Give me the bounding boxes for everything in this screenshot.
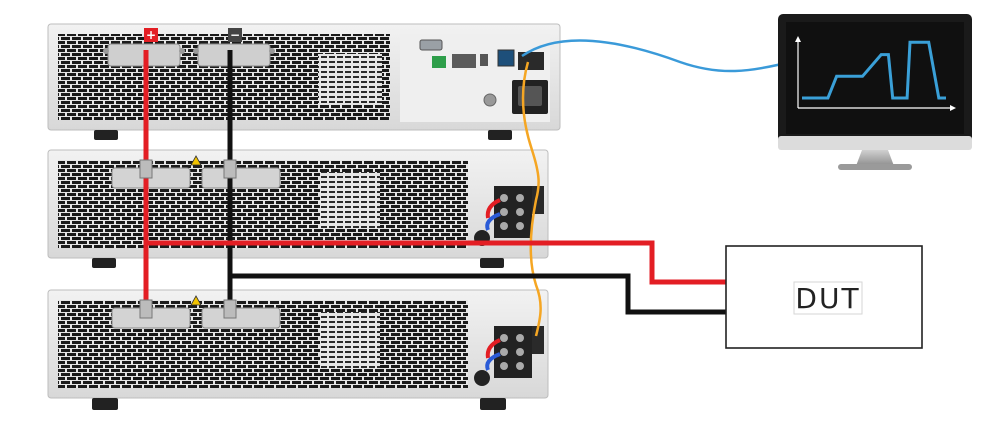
stand-foot: [480, 258, 504, 268]
busbar-negative-unit-2: [201, 167, 281, 189]
serial-port-icon: [419, 39, 443, 51]
screw-icon: [179, 48, 185, 54]
waveform-line: [802, 40, 946, 100]
terminal-strip-unit-3: [494, 326, 532, 378]
lan-port-icon: [497, 49, 515, 67]
negative-lead-to-dut: [230, 273, 726, 315]
sense-terminal-icon: [500, 348, 508, 356]
positive-lead-to-dut: [146, 240, 726, 285]
sense-terminal-icon: [516, 348, 524, 356]
screw-icon: [103, 48, 109, 54]
link-port-icon: [532, 326, 544, 354]
sense-terminal-icon: [500, 194, 508, 202]
sense-terminal-icon: [500, 334, 508, 342]
dut-label-frame: [793, 281, 863, 315]
pc-monitor: [778, 14, 972, 170]
sense-terminal-icon: [516, 334, 524, 342]
sense-terminal-icon: [516, 208, 524, 216]
vent-fine-unit-1: [318, 54, 382, 104]
green-terminal-block-icon: [432, 56, 446, 68]
sense-terminal-icon: [516, 362, 524, 370]
link-port-icon: [518, 52, 544, 70]
y-axis-arrow-icon: [795, 36, 801, 42]
positive-terminal-label: +: [146, 28, 156, 42]
power-supply-unit-3: [47, 289, 549, 399]
ac-inlet-socket: [518, 86, 542, 106]
screw-icon: [193, 48, 199, 54]
link-cable: [521, 61, 542, 337]
stand-foot: [92, 258, 116, 268]
sense-terminal-icon: [500, 222, 508, 230]
monitor-screen: [786, 22, 964, 134]
dut-box: DUT: [725, 245, 923, 349]
busbar-post: [139, 159, 153, 179]
sense-lead-blue: [485, 212, 501, 231]
terminal-strip-unit-2: [494, 186, 532, 238]
busbar-post: [223, 299, 237, 319]
ground-post-icon: [483, 93, 497, 107]
monitor-neck: [856, 150, 894, 166]
power-supply-unit-1: + −: [47, 23, 561, 131]
negative-terminal-badge: [228, 28, 242, 42]
positive-terminal-badge: [144, 28, 158, 42]
ground-post-icon: [474, 370, 490, 386]
io-terminal-block-icon: [452, 54, 476, 68]
comm-cable: [521, 39, 791, 73]
warning-triangle-icon: [190, 295, 202, 306]
monitor-base: [838, 164, 912, 170]
warning-triangle-icon: [190, 155, 202, 166]
busbar-post: [223, 159, 237, 179]
sense-terminal-icon: [516, 222, 524, 230]
busbar-negative-unit-3: [201, 307, 281, 329]
dut-label: DUT: [795, 282, 860, 315]
sense-terminal-icon: [500, 362, 508, 370]
sense-terminal-icon: [516, 194, 524, 202]
power-supply-unit-2: [47, 149, 549, 259]
x-axis-arrow-icon: [950, 105, 956, 111]
stand-foot: [94, 130, 118, 140]
busbar-negative-unit-1: [197, 43, 271, 67]
vent-fine-unit-2: [320, 172, 380, 228]
sense-lead-red: [485, 338, 501, 359]
stand-foot: [488, 130, 512, 140]
sense-lead-red: [485, 198, 501, 219]
negative-terminal-label: −: [230, 28, 240, 42]
busbar-post: [139, 299, 153, 319]
monitor-chin: [778, 136, 972, 150]
stand-foot: [480, 398, 506, 410]
usb-port-icon: [480, 54, 488, 66]
sense-lead-blue: [485, 352, 501, 371]
stand-foot: [92, 398, 118, 410]
sense-terminal-icon: [500, 208, 508, 216]
screw-icon: [269, 48, 275, 54]
vent-fine-unit-3: [320, 312, 380, 368]
